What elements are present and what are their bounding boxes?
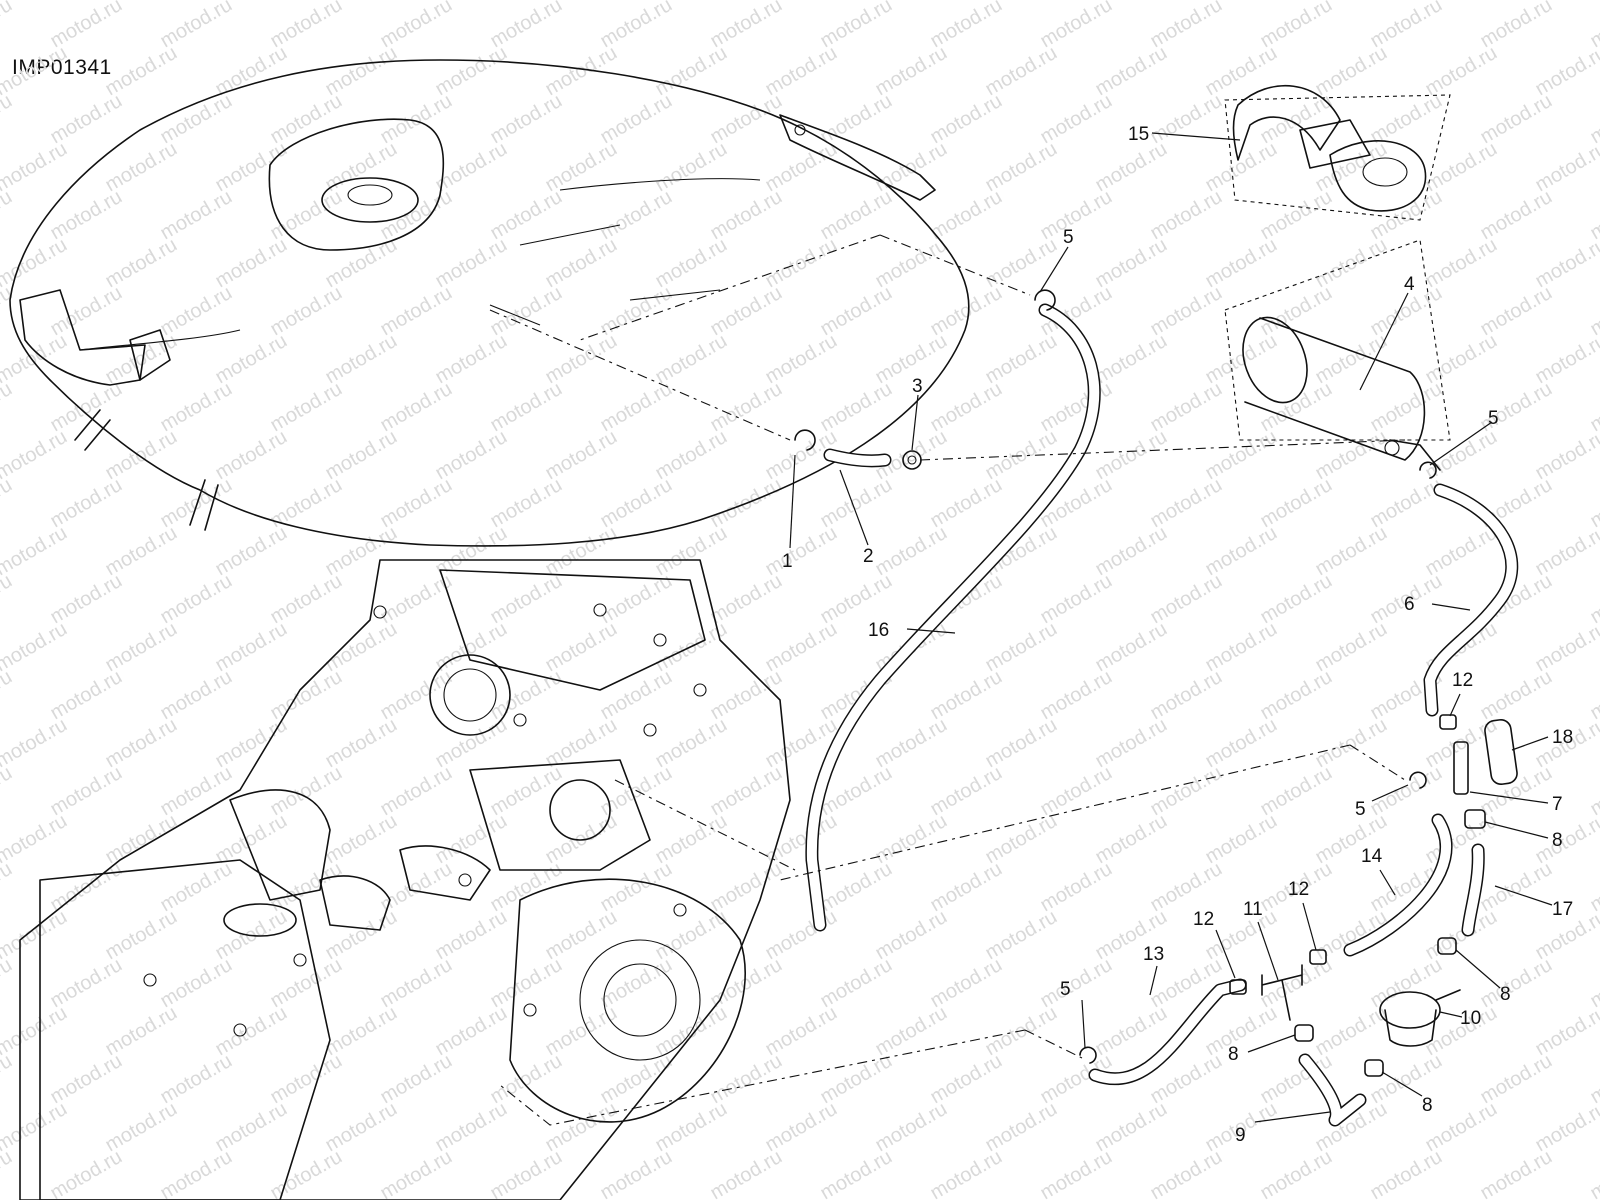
callout-8-lower: 8 <box>1422 1095 1433 1116</box>
callout-14: 14 <box>1361 846 1383 867</box>
watermark-text: motod.ru <box>0 1146 16 1200</box>
callout-4: 4 <box>1404 274 1415 295</box>
watermark-text: motod.ru <box>0 0 71 4</box>
callout-5-lower: 5 <box>1060 979 1071 1000</box>
fuel-tank <box>9 59 970 547</box>
watermark-text: motod.ru <box>0 282 16 341</box>
watermark-text: motod.ru <box>1367 1146 1446 1200</box>
callout-18: 18 <box>1552 727 1573 748</box>
callout-8-tee: 8 <box>1228 1044 1239 1065</box>
watermark-text: motod.ru <box>47 1146 126 1200</box>
watermark-text: motod.ru <box>377 1146 456 1200</box>
watermark-text: motod.ru <box>0 234 71 293</box>
watermark-text: motod.ru <box>0 1098 71 1157</box>
watermark-text: motod.ru <box>0 954 16 1013</box>
watermark-text: motod.ru <box>0 186 16 245</box>
callout-16: 16 <box>868 620 889 641</box>
callout-12-right: 12 <box>1288 879 1309 900</box>
callout-12-valve: 12 <box>1452 670 1473 691</box>
watermark-text: motod.ru <box>0 138 71 197</box>
watermark-text: motod.ru <box>0 570 16 629</box>
callout-labels: 1 2 3 4 5 5 5 5 6 7 8 8 8 8 9 10 11 12 1… <box>782 124 1573 1146</box>
callout-5-canister: 5 <box>1488 408 1499 429</box>
watermark-text: motod.ru <box>0 42 71 101</box>
watermark-text: motod.ru <box>707 1146 786 1200</box>
watermark-text: motod.ru <box>0 618 71 677</box>
callout-8-upper: 8 <box>1552 830 1563 851</box>
canister-bracket <box>1224 84 1451 221</box>
watermark-text: motod.ru <box>157 1146 236 1200</box>
connection-lines <box>489 234 1406 1126</box>
watermark-text: motod.ru <box>0 666 16 725</box>
hoses <box>805 303 1519 1127</box>
callout-5-hose: 5 <box>1355 799 1366 820</box>
watermark-text: motod.ru <box>0 858 16 917</box>
callout-3: 3 <box>912 376 923 397</box>
callout-15: 15 <box>1128 124 1149 145</box>
watermark-text: motod.ru <box>0 90 16 149</box>
fittings <box>794 289 1486 1077</box>
engine-block <box>19 559 791 1200</box>
watermark-text: motod.ru <box>0 522 71 581</box>
leader-lines <box>789 132 1553 1123</box>
watermark-text: motod.ru <box>0 810 71 869</box>
watermark-text: motod.ru <box>0 426 71 485</box>
callout-9: 9 <box>1235 1125 1246 1146</box>
watermark-text: motod.ru <box>0 1050 16 1109</box>
callout-8-valve: 8 <box>1500 984 1511 1005</box>
callout-1: 1 <box>782 551 793 572</box>
callout-2: 2 <box>863 546 874 567</box>
watermark-text: motod.ru <box>927 1146 1006 1200</box>
watermark-text: motod.ru <box>817 1146 896 1200</box>
watermark-text: motod.ru <box>1477 1146 1556 1200</box>
watermark-text: motod.ru <box>1147 1146 1226 1200</box>
drawing-code: IMP01341 <box>12 56 112 79</box>
callout-5-tank-vent: 5 <box>1063 227 1074 248</box>
watermark-text: motod.ru <box>0 762 16 821</box>
callout-6: 6 <box>1404 594 1415 615</box>
watermark-text: motod.ru <box>1257 1146 1336 1200</box>
watermark-text: motod.ru <box>267 1146 346 1200</box>
callout-13: 13 <box>1143 944 1164 965</box>
watermark-text: motod.ru <box>0 0 16 52</box>
callout-7: 7 <box>1552 794 1563 815</box>
callout-17: 17 <box>1552 899 1573 920</box>
watermark-text: motod.ru <box>0 714 71 773</box>
callout-10: 10 <box>1460 1008 1481 1029</box>
watermark-text: motod.ru <box>1037 1146 1116 1200</box>
watermark-text: motod.ru <box>487 1146 566 1200</box>
watermark-text: motod.ru <box>597 1146 676 1200</box>
watermark-text: motod.ru <box>1587 1146 1600 1200</box>
watermark-text: motod.ru <box>0 474 16 533</box>
watermark-text: motod.ru <box>0 906 71 965</box>
callout-11: 11 <box>1243 899 1263 920</box>
callout-12-left: 12 <box>1193 909 1214 930</box>
watermark-text: motod.ru <box>0 378 16 437</box>
watermark-text: motod.ru <box>0 330 71 389</box>
carbon-canister <box>1224 239 1451 471</box>
watermark-text: motod.ru <box>0 1002 71 1061</box>
